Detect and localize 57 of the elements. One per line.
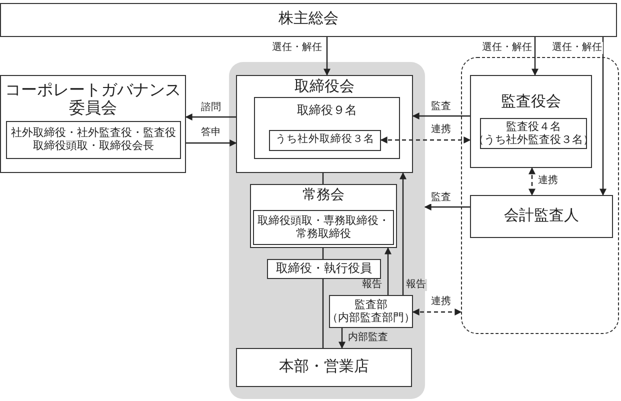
box-label: 監査役４名（うち社外監査役３名） — [472, 120, 595, 146]
org-box — [269, 130, 381, 151]
arrow — [400, 172, 406, 295]
edge-label: 連携 — [430, 124, 452, 136]
arrow — [324, 37, 330, 76]
edge-label: 連携 — [537, 175, 559, 187]
box-label: 取締役会 — [294, 79, 356, 96]
box-label: 常務会 — [302, 188, 346, 204]
arrow — [186, 140, 237, 146]
org-box — [6, 121, 181, 159]
box-label: 本部・営業店 — [278, 358, 370, 376]
arrow — [384, 247, 392, 295]
box-label: 取締役頭取・専務取締役・常務取締役 — [256, 214, 390, 240]
arrow — [532, 37, 538, 76]
edge-label: 報告 — [405, 279, 427, 291]
connector-line — [322, 279, 324, 348]
box-label: 取締役・執行役員 — [275, 262, 373, 276]
arrow — [600, 37, 606, 196]
shaded-panel — [229, 62, 425, 399]
org-box — [267, 259, 381, 279]
arrow — [380, 136, 471, 144]
edge-label: 選任・解任 — [271, 42, 323, 54]
edge-label: 答申 — [200, 127, 222, 139]
org-box — [470, 195, 613, 238]
arrow — [412, 112, 470, 120]
arrow — [338, 328, 346, 349]
box-label: 取締役９名 — [296, 104, 358, 118]
box-label: うち社外取締役３名 — [274, 134, 376, 147]
edge-label: 諮問 — [200, 102, 222, 114]
dashed-boundary — [461, 57, 619, 334]
box-label: 監査部（内部監査部門） — [326, 298, 416, 324]
box-label: 株主総会 — [278, 11, 340, 29]
box-label: コーポレートガバナンス委員会 — [4, 82, 182, 119]
edge-label: 連携 — [430, 296, 452, 308]
org-box — [236, 348, 412, 387]
org-box — [470, 75, 592, 168]
org-box — [250, 184, 397, 248]
arrow — [424, 204, 470, 210]
edge-label: 選任・解任 — [481, 42, 533, 54]
edge-label: 報告 — [361, 279, 383, 291]
edge-label: 選任・解任 — [551, 42, 603, 54]
connector-line — [322, 173, 324, 184]
org-box — [236, 75, 413, 173]
box-label: 監査役会 — [500, 94, 562, 112]
edge-label: 監査 — [430, 101, 452, 113]
edge-label: 内部監査 — [347, 332, 389, 344]
org-box — [480, 118, 587, 149]
org-box — [254, 97, 400, 159]
edge-label: 監査 — [430, 192, 452, 204]
arrow — [412, 308, 462, 316]
box-label: 会計監査人 — [503, 208, 580, 226]
connector-line — [322, 248, 324, 259]
org-box — [0, 3, 617, 37]
box-label: 社外取締役・社外監査役・監査役取締役頭取・取締役会長 — [10, 127, 177, 153]
arrow — [528, 167, 536, 196]
arrow — [185, 114, 236, 120]
org-box — [0, 75, 186, 173]
